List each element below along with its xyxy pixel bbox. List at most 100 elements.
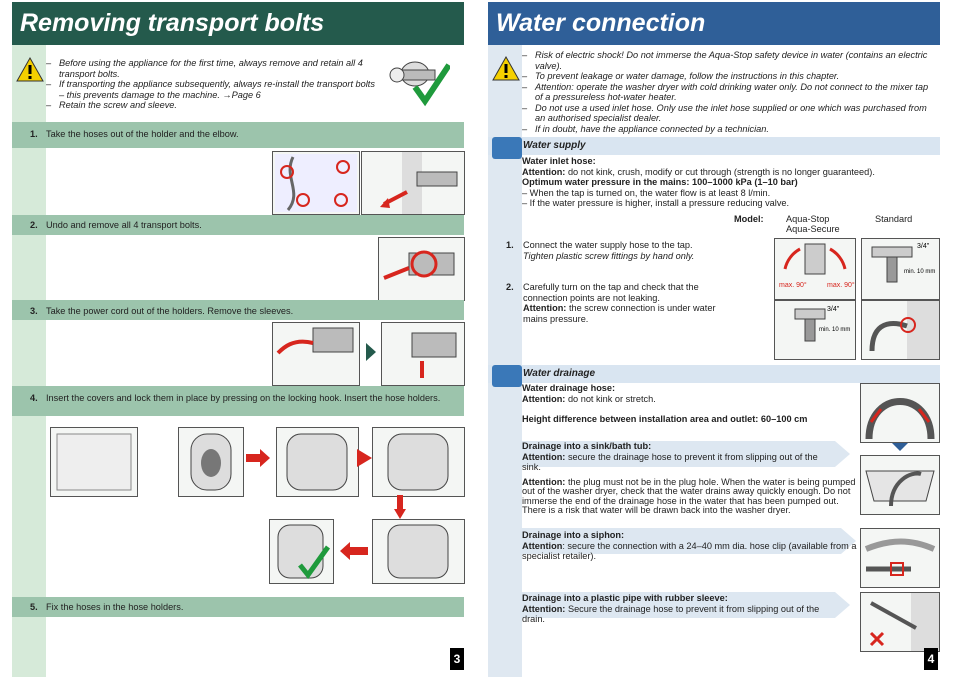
step-2: 2. Undo and remove all 4 transport bolts…: [12, 215, 464, 235]
step-text: Insert the covers and lock them in place…: [46, 393, 441, 403]
attention-label: Attention:: [522, 603, 566, 614]
hose-connection-illustration: [861, 300, 940, 360]
drainage-hose-text: Water drainage hose: Attention: do not k…: [522, 383, 842, 404]
warning-list: Before using the appliance for the first…: [46, 58, 376, 111]
siphon-note: : secure the connection with a 24–40 mm …: [522, 540, 857, 562]
step-text: Take the power cord out of the holders. …: [46, 306, 294, 316]
model-aqua-stop: Aqua-Stop: [786, 214, 830, 224]
pipe-note: Secure the drainage hose to prevent it f…: [522, 603, 820, 625]
pipe-arrow-banner: [520, 592, 850, 618]
warning-item: If in doubt, have the appliance connecte…: [522, 124, 937, 135]
step-text-block: Connect the water supply hose to the tap…: [523, 240, 743, 261]
step-text: Carefully turn on the tap and check that…: [523, 282, 699, 303]
plug-note: the plug must not be in the plug hole. W…: [522, 477, 856, 516]
sink-heading: Drainage into a sink/bath tub:: [522, 441, 652, 451]
step-5: 5. Fix the hoses in the hose holders.: [12, 597, 464, 617]
insert-hose-holder-illustration: [372, 519, 465, 584]
attention-label: Attention: [522, 540, 563, 551]
warning-item: Attention: operate the washer dryer with…: [522, 82, 937, 103]
rear-panel-illustration: [50, 427, 138, 497]
warning-icon: [16, 57, 44, 82]
siphon-drainage-illustration: [860, 528, 940, 588]
left-page: Removing transport bolts Before using th…: [0, 0, 470, 677]
hose-holder-check-illustration: [269, 519, 334, 584]
unscrew-bolt-illustration: [378, 237, 465, 301]
step-1: 1. Take the hoses out of the holder and …: [12, 122, 464, 148]
attention-label: Attention:: [522, 166, 566, 177]
section-title: Water drainage: [523, 368, 596, 379]
warning-list: Risk of electric shock! Do not immerse t…: [522, 50, 937, 134]
step-text: Undo and remove all 4 transport bolts.: [46, 220, 202, 230]
warning-item: If transporting the appliance subsequent…: [46, 79, 376, 100]
attention-label: Attention:: [522, 393, 566, 404]
step-note: Tighten plastic screw fittings by hand o…: [523, 250, 695, 261]
lock-cover-illustration: [372, 427, 465, 497]
previous-arrow-icon: [340, 542, 368, 560]
siphon-arrow-banner: [520, 528, 856, 554]
model-aqua-secure: Aqua-Secure: [786, 224, 840, 234]
hand-pointer-icon: [492, 365, 522, 387]
right-page: Water connection Risk of electric shock!…: [484, 0, 954, 677]
inlet-hose-note: do not kink, crush, modify or cut throug…: [567, 166, 875, 177]
supply-step-2: 2. Carefully turn on the tap and check t…: [506, 282, 746, 324]
pipe-heading: Drainage into a plastic pipe with rubber…: [522, 593, 728, 603]
thread-size-label: 3/4": [917, 243, 930, 250]
step-3: 3. Take the power cord out of the holder…: [12, 300, 464, 320]
model-standard: Standard: [875, 214, 913, 224]
supply-step-1: 1. Connect the water supply hose to the …: [506, 240, 746, 261]
step-number: 1.: [30, 129, 38, 139]
max-angle-label: max. 90°: [827, 281, 855, 289]
step-number: 5.: [30, 602, 38, 612]
warning-icon: [492, 56, 520, 81]
standard-tap-illustration: 3/4" min. 10 mm: [861, 238, 940, 300]
step-number: 3.: [30, 306, 38, 316]
down-arrow-icon: [892, 443, 908, 451]
step-text: Take the hoses out of the holder and the…: [46, 129, 239, 139]
step-text: Fix the hoses in the hose holders.: [46, 602, 184, 612]
step-text-block: Carefully turn on the tap and check that…: [523, 282, 738, 324]
hose-holder-illustration: [272, 151, 360, 215]
power-cord-illustration: [272, 322, 360, 386]
pipe-drainage-text: Drainage into a plastic pipe with rubber…: [522, 593, 832, 625]
step-number: 2.: [506, 282, 514, 292]
warning-item: Do not use a used inlet hose. Only use t…: [522, 103, 937, 124]
sink-drainage-illustration: [860, 455, 940, 515]
page-number: 4: [924, 648, 938, 670]
siphon-drainage-text: Drainage into a siphon: Attention: secur…: [522, 530, 858, 562]
cover-illustration: [178, 427, 244, 497]
section-water-supply: Water supply: [488, 137, 940, 159]
remove-sleeve-illustration: [381, 322, 465, 386]
model-label: Model:: [734, 214, 764, 224]
attention-label: Attention:: [523, 303, 567, 313]
step-text: Connect the water supply hose to the tap…: [523, 240, 693, 250]
attention-label: Attention:: [522, 477, 566, 487]
step-4: 4. Insert the covers and lock them in pl…: [12, 386, 464, 416]
pipe-drainage-illustration: [860, 592, 940, 652]
inlet-hose-text: Water inlet hose: Attention: do not kink…: [522, 156, 942, 209]
pressure-bullet: If the water pressure is higher, install…: [529, 198, 790, 208]
attention-label: Attention:: [522, 451, 566, 462]
warning-item: Risk of electric shock! Do not immerse t…: [522, 50, 937, 71]
aqua-stop-tap-illustration: max. 90° max. 90°: [774, 238, 856, 300]
page-title: Removing transport bolts: [20, 9, 325, 37]
next-arrow-icon: [246, 449, 270, 467]
tap-thread-illustration: 3/4" min. 10 mm: [774, 300, 856, 360]
plug-warning-text: Attention: the plug must not be in the p…: [522, 477, 856, 516]
step-number: 1.: [506, 240, 514, 250]
drainage-hose-note: do not kink or stretch.: [567, 393, 656, 404]
warning-item: Before using the appliance for the first…: [46, 58, 376, 79]
height-difference-heading: Height difference between installation a…: [522, 414, 808, 424]
down-arrow-icon: [394, 495, 406, 519]
insert-cover-illustration: [276, 427, 359, 497]
page-header: Water connection: [488, 2, 940, 45]
warning-item: To prevent leakage or water damage, foll…: [522, 71, 937, 82]
siphon-heading: Drainage into a siphon:: [522, 530, 625, 540]
page-number: 3: [450, 648, 464, 670]
drainage-hose-heading: Water drainage hose:: [522, 383, 616, 393]
min-length-label: min. 10 mm: [819, 327, 850, 333]
max-angle-label: max. 90°: [779, 281, 807, 289]
sink-drainage-text: Drainage into a sink/bath tub: Attention…: [522, 441, 832, 473]
page-title: Water connection: [496, 9, 706, 37]
sink-arrow-banner: [520, 441, 850, 467]
inlet-hose-heading: Water inlet hose:: [522, 156, 596, 166]
